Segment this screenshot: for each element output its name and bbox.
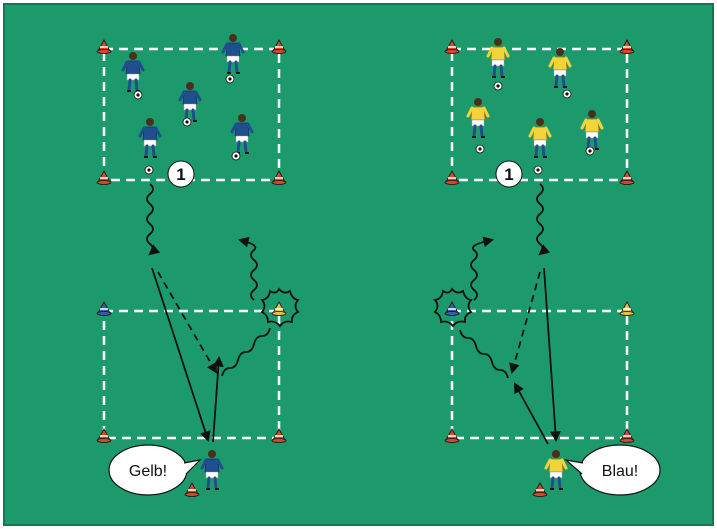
dribble-path xyxy=(536,183,551,256)
bottom-square-right xyxy=(450,309,629,440)
run-arrow xyxy=(151,267,211,443)
ball-icon xyxy=(133,90,143,100)
dribble-path xyxy=(221,327,271,377)
ball-icon xyxy=(475,144,485,154)
top-square-right xyxy=(450,47,629,182)
speech-bubble-left: Gelb! xyxy=(108,444,202,496)
call-text: Gelb! xyxy=(129,463,167,480)
call-text: Blau! xyxy=(602,463,638,480)
pass-arrow xyxy=(157,271,218,374)
turn-marker xyxy=(433,287,473,328)
player-number-label: 1 xyxy=(176,165,185,184)
player-number-label: 1 xyxy=(504,165,513,184)
player-number-badge xyxy=(495,160,523,188)
return-arrow xyxy=(513,382,549,445)
dribble-path xyxy=(470,236,495,301)
ball-icon xyxy=(231,151,241,161)
dribble-path xyxy=(146,183,161,256)
turn-marker xyxy=(260,287,300,328)
dribble-path xyxy=(459,329,509,379)
ball-icon xyxy=(533,165,543,175)
run-arrow xyxy=(543,267,561,443)
player-number-badge xyxy=(167,160,195,188)
return-arrow xyxy=(212,355,224,443)
drill-left: 1 Gelb! xyxy=(96,32,300,498)
dribble-path xyxy=(237,236,258,301)
speech-bubble-right: Blau! xyxy=(563,444,661,496)
ball-icon xyxy=(182,117,192,127)
ball-icon xyxy=(493,81,503,91)
drill-right: 1 Blau! xyxy=(433,36,661,498)
bottom-square-left xyxy=(102,309,281,440)
ball-icon xyxy=(225,74,235,84)
ball-icon xyxy=(562,89,572,99)
pass-arrow xyxy=(509,271,541,375)
ball-icon xyxy=(585,146,595,156)
ball-icon xyxy=(144,165,154,175)
